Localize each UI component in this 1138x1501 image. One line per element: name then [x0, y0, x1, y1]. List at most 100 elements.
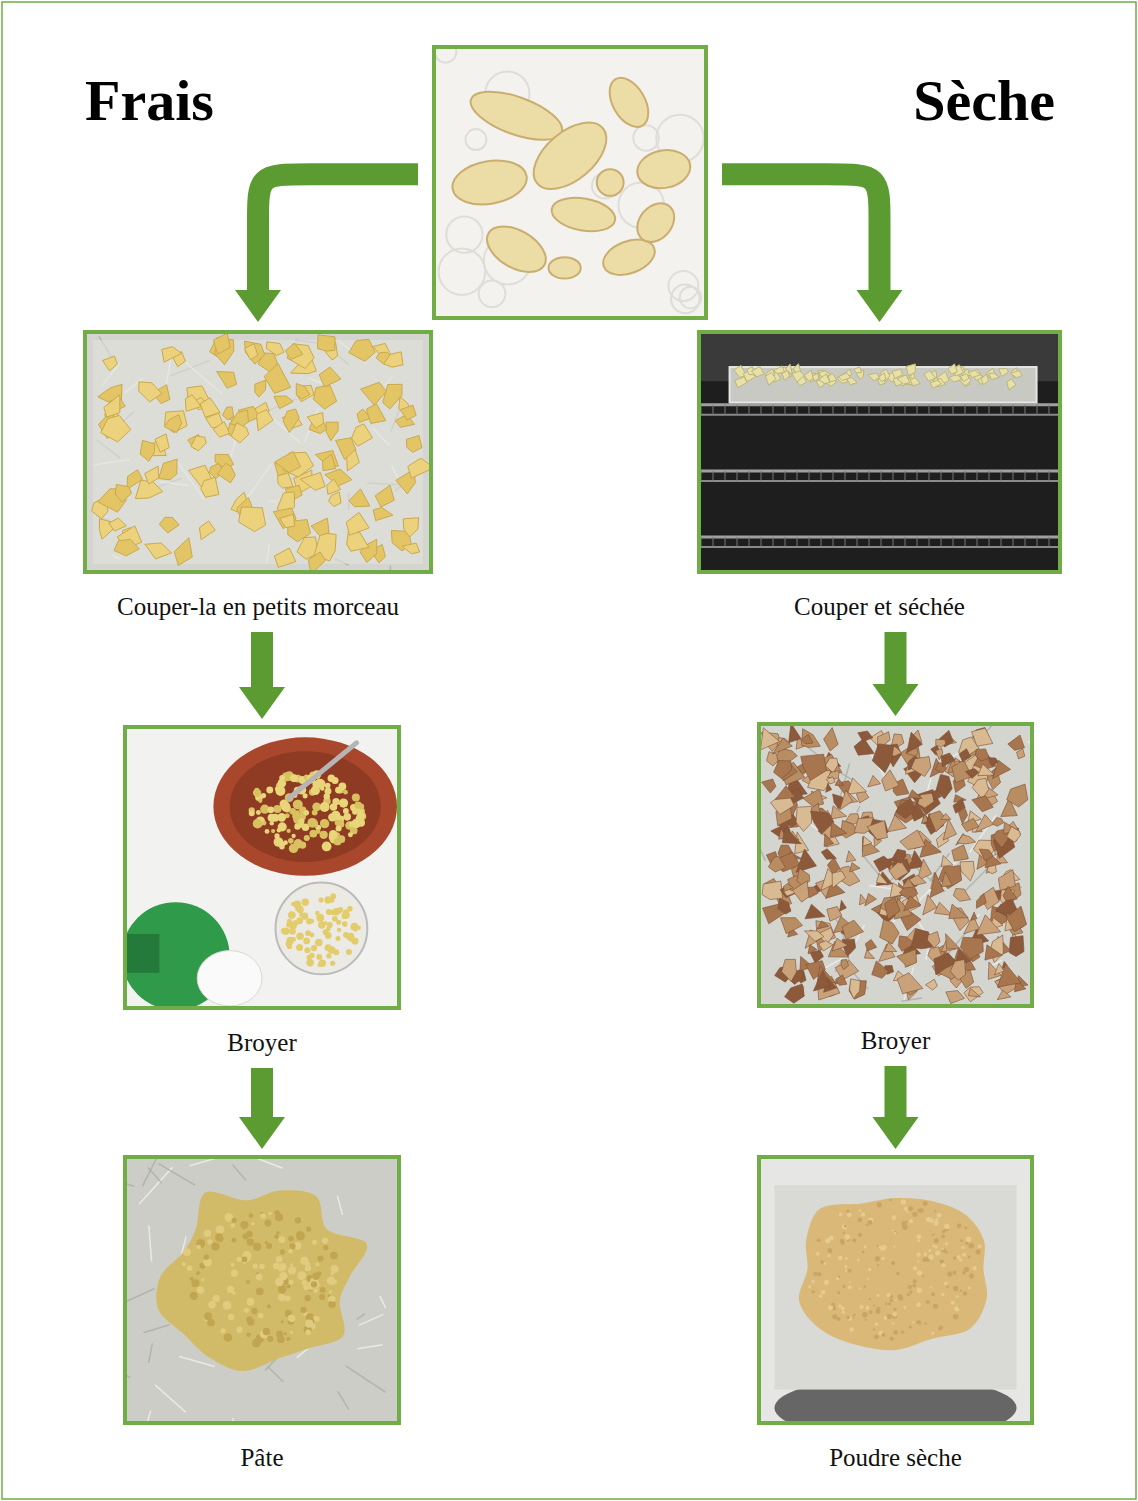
rack-wire: [761, 405, 762, 415]
rack-wire: [929, 537, 930, 547]
paste-grain: [318, 1256, 324, 1262]
foil-crease: [346, 1366, 386, 1392]
paper-pattern: [465, 129, 486, 150]
dried-shard: [785, 984, 805, 1003]
rack-wire: [773, 471, 774, 481]
dried-shard: [904, 896, 921, 911]
dried-shard: [992, 818, 1004, 827]
drying-piece: [879, 373, 886, 382]
ginger-cube: [323, 454, 336, 471]
rack-wire: [893, 537, 894, 547]
rack-wire: [917, 537, 918, 547]
paste-grain: [300, 1307, 306, 1313]
rack-wire: [857, 537, 858, 547]
powder-speck: [881, 1333, 885, 1337]
foil-crease: [233, 1165, 247, 1181]
dried-shard: [918, 793, 934, 808]
powder-speck: [922, 1258, 926, 1262]
dried-shard: [796, 849, 817, 872]
dried-shard: [821, 849, 836, 860]
powder-speck: [917, 1320, 922, 1325]
paste-crumb: [326, 953, 331, 958]
drying-piece: [906, 364, 916, 376]
ginger-cube: [201, 477, 219, 497]
powder-speck: [916, 1321, 920, 1325]
powder-speck: [953, 1286, 958, 1291]
powder-speck: [877, 1245, 879, 1247]
paste-crumb: [347, 906, 353, 912]
paste-grain: [227, 1286, 234, 1293]
branch-title: Sèche: [913, 68, 1055, 135]
foil-crease: [244, 1159, 283, 1168]
powder-speck: [913, 1279, 917, 1283]
paste-grain: [284, 1332, 287, 1335]
powder-speck: [928, 1249, 931, 1252]
powder-speck: [893, 1245, 895, 1247]
dried-shard: [805, 904, 825, 919]
dried-shard: [900, 830, 926, 850]
paste-crumb: [358, 804, 364, 810]
powder-speck: [906, 1221, 908, 1223]
drying-piece: [819, 374, 830, 384]
dried-shard: [936, 739, 946, 747]
paste-grain: [256, 1288, 264, 1296]
powder-speck: [863, 1285, 865, 1287]
step-caption: Couper et séchée: [794, 592, 965, 622]
foil-sheet: [774, 1185, 1016, 1389]
paste-grain: [323, 1245, 328, 1250]
powder-speck: [957, 1223, 962, 1228]
rack-bar: [701, 546, 1058, 548]
paste-grain: [253, 1263, 258, 1268]
powder-speck: [862, 1251, 865, 1254]
rack-wire: [905, 537, 906, 547]
paste-grain: [213, 1295, 220, 1302]
paste-grain: [278, 1294, 285, 1301]
foil-crease: [1028, 741, 1030, 754]
rack-wire: [713, 537, 714, 547]
powder-speck: [895, 1299, 897, 1301]
powder-speck: [934, 1238, 939, 1243]
powder-speck: [874, 1335, 878, 1339]
rack-wire: [881, 471, 882, 481]
dried-shard: [998, 870, 1015, 891]
ginger-cube: [318, 335, 336, 351]
powder-speck: [865, 1306, 869, 1310]
dried-shard: [926, 979, 938, 990]
powder-speck: [845, 1234, 850, 1239]
paste-grain: [289, 1243, 295, 1249]
paste-grain: [183, 1248, 191, 1256]
powder-speck: [820, 1260, 824, 1264]
paste-grain: [322, 1238, 328, 1244]
dried-shard: [880, 919, 900, 944]
dried-shard: [897, 973, 923, 994]
photo-layer: [87, 41, 1058, 1448]
powder-speck: [853, 1314, 855, 1316]
paste-grain: [320, 1287, 326, 1293]
paste-grain: [275, 1213, 283, 1221]
powder-speck: [960, 1290, 962, 1292]
powder-speck: [933, 1304, 938, 1309]
powder-speck: [946, 1285, 949, 1288]
powder-speck: [902, 1224, 905, 1227]
paste-grain: [295, 1217, 301, 1223]
paste-grain: [314, 1316, 320, 1322]
paste-crumb: [353, 928, 357, 932]
dried-shard: [979, 849, 993, 861]
powder-speck: [917, 1208, 921, 1212]
powder-speck: [908, 1206, 913, 1211]
paste-crumb: [274, 833, 279, 838]
dried-shard: [811, 811, 835, 834]
powder-speck: [893, 1330, 898, 1335]
powder-speck: [975, 1249, 980, 1254]
powder-speck: [829, 1236, 834, 1241]
powder-speck: [941, 1248, 945, 1252]
paste-grain: [251, 1222, 255, 1226]
ginger-powder: [799, 1198, 987, 1350]
ginger-cube: [336, 438, 356, 460]
powder-speck: [912, 1321, 914, 1323]
powder-speck: [913, 1266, 917, 1270]
powder-speck: [859, 1209, 862, 1212]
powder-speck: [931, 1292, 935, 1296]
ginger-cube: [101, 415, 131, 442]
ginger-cube: [191, 436, 206, 451]
